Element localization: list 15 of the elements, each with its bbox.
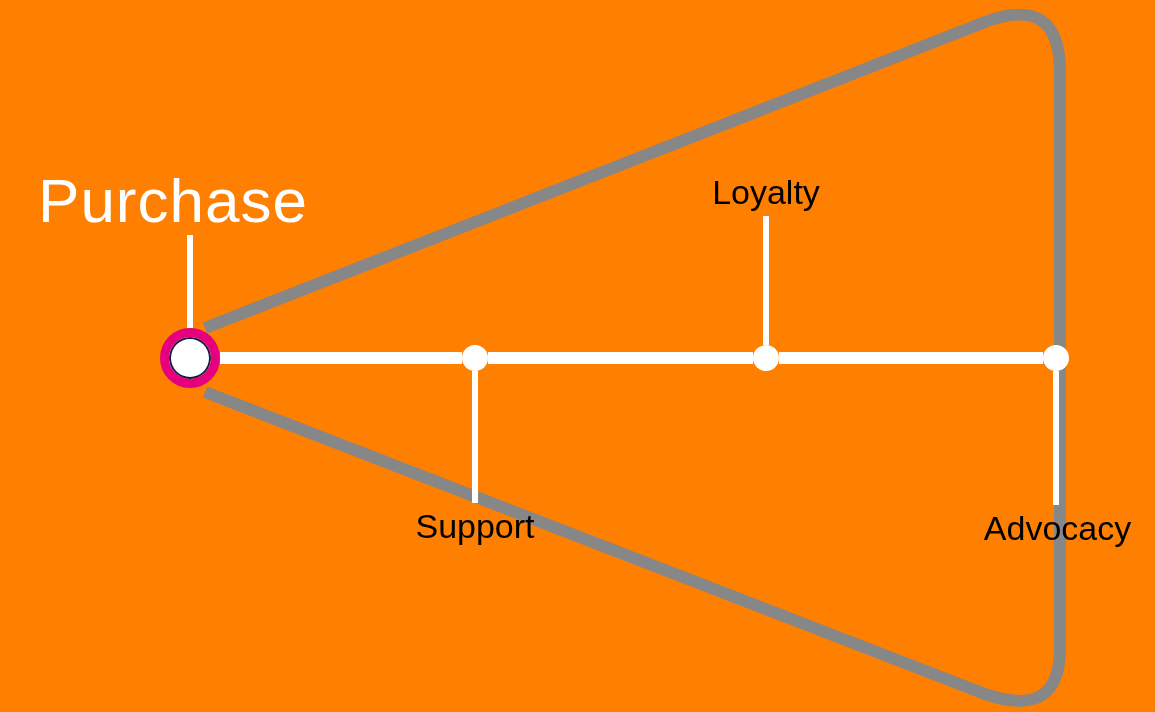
- stage-label: Advocacy: [970, 505, 1145, 551]
- milestone-dot: [1043, 345, 1069, 371]
- leader-line: [187, 235, 193, 328]
- timeline-line: [220, 352, 462, 364]
- start-circle: [160, 328, 220, 388]
- milestone-dot: [753, 345, 779, 371]
- stage-label: Loyalty: [700, 168, 832, 216]
- leader-line: [472, 371, 478, 503]
- milestone-dot: [462, 345, 488, 371]
- leader-line: [763, 216, 769, 345]
- timeline-line: [779, 352, 1043, 364]
- leader-line: [1053, 371, 1059, 505]
- stage-label: Purchase: [18, 165, 328, 235]
- stage-label: Support: [395, 503, 555, 549]
- timeline-line: [488, 352, 753, 364]
